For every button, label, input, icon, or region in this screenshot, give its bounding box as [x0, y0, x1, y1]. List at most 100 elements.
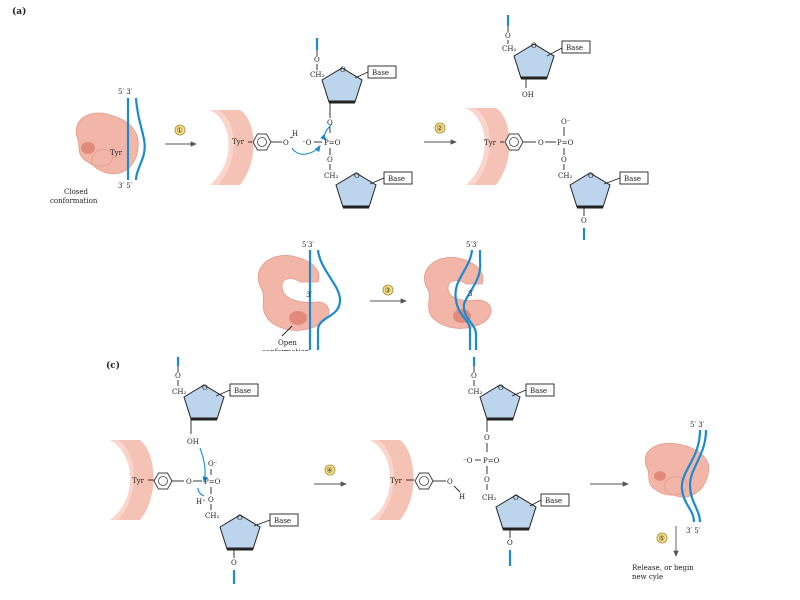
svg-text:P=O: P=O [204, 478, 221, 486]
tyr-label-a2: Tyr [484, 139, 497, 147]
open-label-line2-clip: conformation [262, 348, 310, 356]
step-3-number: ③ [385, 287, 391, 295]
svg-text:O: O [484, 434, 490, 442]
step-4-badge [324, 464, 336, 476]
svg-text:O: O [314, 56, 320, 64]
base-a1-top: Base [372, 69, 389, 77]
closed-label-line2: conformation [50, 197, 98, 205]
h-c2: H [459, 493, 465, 501]
release-label-line1: Release, or begin [632, 564, 694, 572]
dna-strand-final-2 [688, 429, 708, 523]
base-c1-top: Base [234, 387, 251, 395]
svg-text:O⁻: O⁻ [208, 460, 218, 468]
three-prime-open: 3′ [306, 291, 312, 299]
tyr-label-c1: Tyr [132, 477, 145, 485]
step-5-badge [656, 532, 668, 544]
step-1-badge [174, 124, 186, 136]
panel-c-label: (c) [106, 360, 120, 371]
svg-text:O: O [231, 559, 237, 567]
ends-top-pass: 5′3′ [466, 241, 478, 249]
svg-text:O: O [588, 172, 594, 180]
enzyme-wall-a2 [466, 108, 510, 185]
tyr-ring-a1 [252, 133, 272, 151]
tyr-label-closed: Tyr [110, 149, 123, 157]
open-enzyme [257, 255, 330, 331]
base-c1-bottom: Base [274, 517, 291, 525]
dna-strand-pass-1 [454, 249, 474, 350]
svg-text:O: O [581, 217, 587, 225]
svg-text:O: O [447, 478, 453, 486]
svg-text:O: O [505, 32, 511, 40]
open-label-line2: conformation [262, 348, 310, 356]
ends-top-final: 5′ 3′ [690, 421, 705, 429]
svg-text:CH₂: CH₂ [482, 494, 496, 502]
svg-text:P=O: P=O [483, 457, 500, 465]
base-a1-bottom: Base [388, 175, 405, 183]
enzyme-wall-c2 [370, 440, 414, 520]
svg-text:O: O [237, 514, 243, 522]
enzyme-wall-c1 [110, 440, 154, 520]
svg-text:O: O [354, 172, 360, 180]
tyr-ring-c2 [414, 472, 434, 490]
open-label-line1: Open [278, 339, 297, 347]
step-4-number: ④ [327, 467, 333, 475]
svg-text:O: O [531, 42, 537, 50]
svg-text:CH₂: CH₂ [468, 388, 482, 396]
tyr-ring-a2 [504, 133, 524, 151]
base-c2-bottom: Base [545, 497, 562, 505]
svg-text:CH₂: CH₂ [324, 172, 338, 180]
svg-text:O: O [208, 496, 214, 504]
oh-c1: OH [187, 438, 199, 446]
svg-text:O: O [498, 384, 504, 392]
svg-text:P=O: P=O [324, 139, 341, 147]
svg-text:⁻O: ⁻O [463, 457, 473, 465]
o-a1: O [283, 139, 289, 147]
svg-text:P=O: P=O [557, 139, 574, 147]
final-enzyme [644, 442, 710, 498]
tyr-label-c2: Tyr [390, 477, 403, 485]
h-a1: H [292, 130, 298, 138]
svg-text:CH₂: CH₂ [172, 388, 186, 396]
svg-text:CH₂: CH₂ [502, 45, 516, 53]
base-a2-top: Base [566, 44, 583, 52]
base-a2-bottom: Base [624, 175, 641, 183]
step-2-badge [434, 122, 446, 134]
svg-text:O: O [340, 66, 346, 74]
svg-text:O: O [538, 139, 544, 147]
dna-strand-open-2 [316, 249, 342, 350]
svg-text:O: O [513, 494, 519, 502]
dna-strand-closed-2 [134, 97, 146, 181]
ends-bottom-closed: 3′ 5′ [118, 182, 133, 190]
svg-text:O: O [327, 119, 333, 127]
svg-text:O: O [186, 478, 192, 486]
tyr-label-a1: Tyr [232, 138, 245, 146]
dna-strand-pass-2 [462, 250, 482, 350]
oh-a2: OH [522, 91, 534, 99]
svg-text:CH₂: CH₂ [205, 512, 219, 520]
svg-text:O: O [484, 476, 490, 484]
step-5-number: ⑤ [659, 535, 665, 543]
hplus-c1: H⁺ [196, 498, 206, 506]
svg-text:CH₂: CH₂ [310, 71, 324, 79]
base-c2-top: Base [530, 387, 547, 395]
step-1-number: ① [177, 127, 183, 135]
panel-a-label: (a) [12, 6, 26, 17]
ends-top-open: 5′3′ [302, 241, 314, 249]
step-2-number: ② [437, 125, 443, 133]
svg-text:O: O [507, 539, 513, 547]
dna-strand-final-1 [680, 429, 702, 523]
release-label-line2: new cyle [632, 573, 663, 581]
svg-text:CH₂: CH₂ [558, 172, 572, 180]
svg-text:O: O [202, 384, 208, 392]
svg-text:O: O [561, 156, 567, 164]
svg-text:O: O [175, 372, 181, 380]
svg-text:⁻O: ⁻O [302, 139, 312, 147]
step-3-badge [382, 284, 394, 296]
ends-top-closed: 5′ 3′ [118, 88, 133, 96]
ends-bottom-final: 3′ 5′ [686, 527, 701, 535]
enzyme-wall-a1 [210, 110, 254, 185]
closed-label-line1: Closed [64, 188, 89, 196]
three-prime-pass: 3′ [468, 290, 474, 298]
svg-text:O⁻: O⁻ [561, 118, 571, 126]
